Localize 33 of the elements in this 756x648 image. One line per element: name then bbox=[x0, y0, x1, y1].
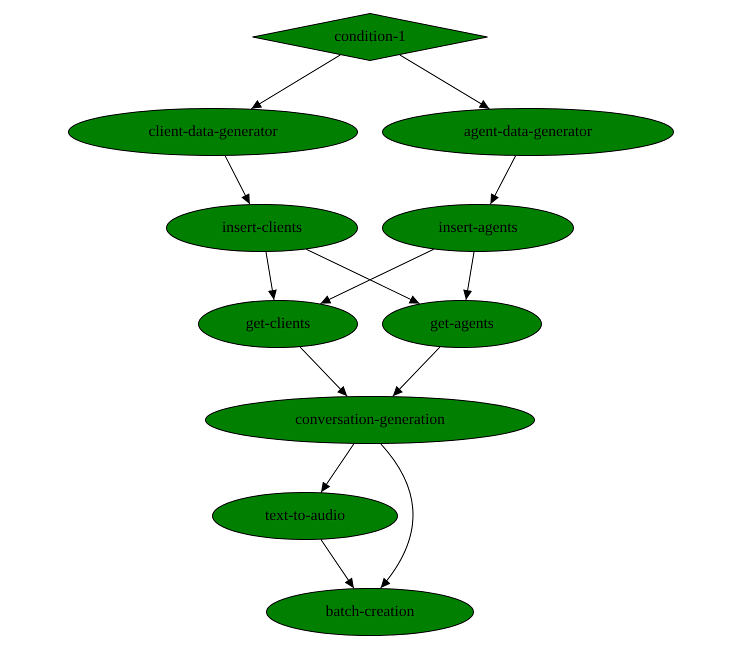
arrow bbox=[320, 248, 434, 304]
arrow bbox=[306, 248, 420, 304]
arrow bbox=[490, 155, 516, 205]
node-label: text-to-audio bbox=[264, 507, 346, 525]
arrow bbox=[320, 443, 354, 493]
arrow bbox=[266, 251, 277, 301]
arrow bbox=[463, 251, 474, 301]
arrow bbox=[320, 539, 354, 589]
arrow bbox=[250, 54, 341, 110]
arrow bbox=[399, 54, 490, 110]
process-ellipse bbox=[212, 492, 398, 540]
node-label: agent-data-generator bbox=[464, 123, 592, 141]
node-label: insert-clients bbox=[222, 219, 302, 237]
node-label: client-data-generator bbox=[148, 123, 278, 141]
process-ellipse bbox=[205, 396, 535, 444]
process-ellipse bbox=[382, 108, 674, 156]
process-ellipse bbox=[166, 204, 358, 252]
decision-diamond bbox=[252, 13, 488, 61]
process-ellipse bbox=[198, 300, 358, 348]
node-label: conversation-generation bbox=[295, 411, 445, 429]
arrow bbox=[300, 346, 348, 397]
process-ellipse bbox=[266, 588, 474, 636]
node-label: condition-1 bbox=[334, 28, 406, 46]
arrow bbox=[392, 346, 440, 397]
process-ellipse bbox=[382, 204, 574, 252]
arrow bbox=[224, 155, 250, 205]
node-label: insert-agents bbox=[438, 219, 518, 237]
arrow bbox=[380, 443, 414, 589]
process-ellipse bbox=[382, 300, 542, 348]
node-label: batch-creation bbox=[326, 603, 414, 621]
process-ellipse bbox=[68, 108, 358, 156]
node-label: get-clients bbox=[246, 315, 310, 333]
node-label: get-agents bbox=[430, 315, 494, 333]
